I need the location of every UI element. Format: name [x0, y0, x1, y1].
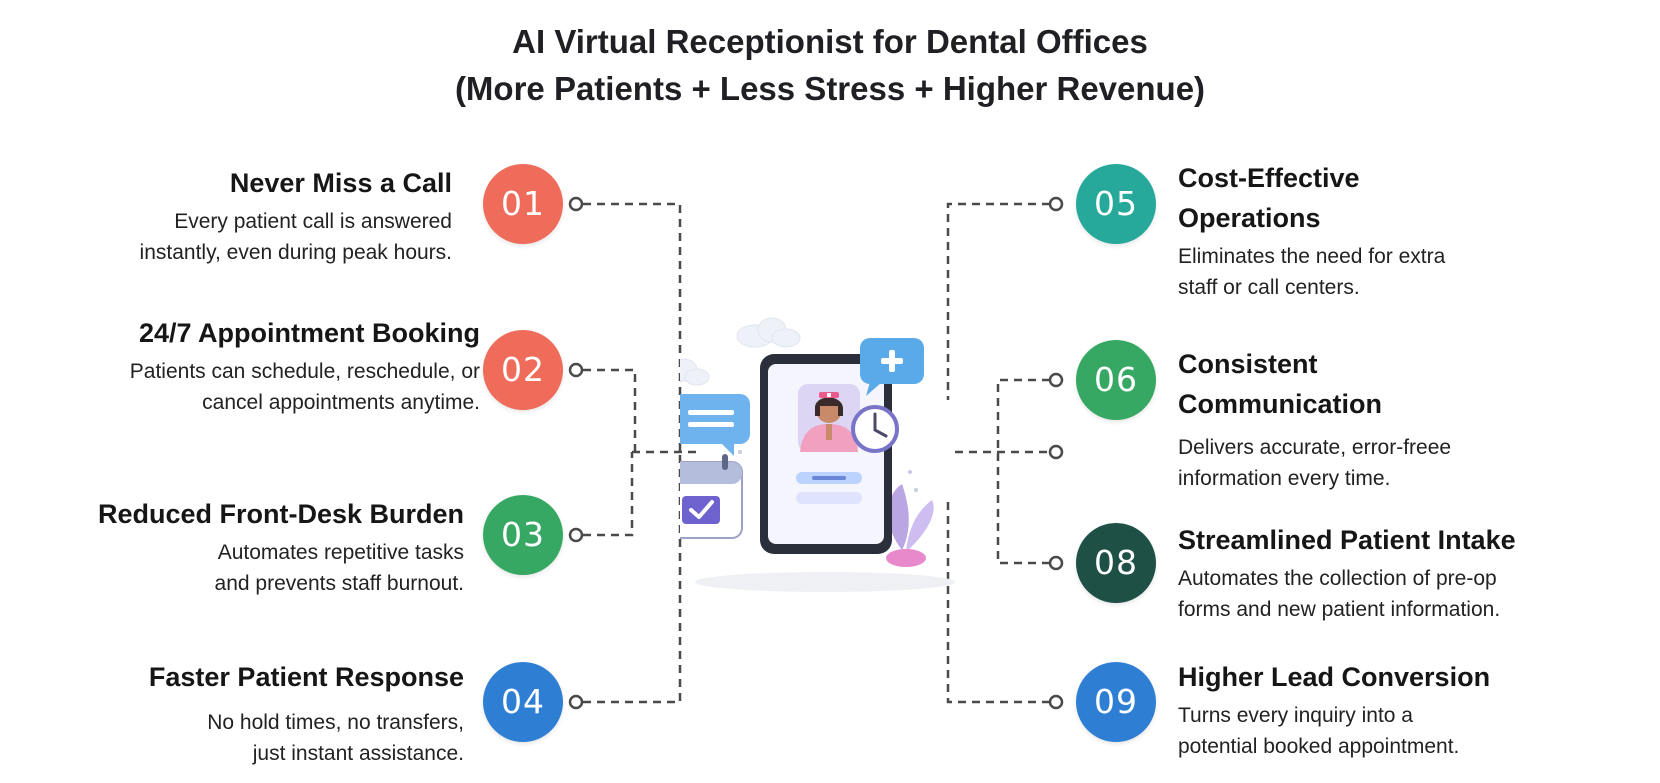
connector-dot-06: [1048, 372, 1064, 388]
badge-08: 08: [1076, 523, 1156, 603]
calendar-icon: [680, 454, 743, 539]
connector-dot-01: [568, 196, 584, 212]
item-title: Consistent Communication: [1178, 349, 1383, 419]
item-title: Never Miss a Call: [229, 168, 452, 198]
item-title: Reduced Front-Desk Burden: [97, 499, 464, 529]
connector-dot-07: [1048, 444, 1064, 460]
connector-06: [996, 378, 1050, 452]
title-line-1: AI Virtual Receptionist for Dental Offic…: [512, 23, 1148, 60]
item-24-7-appointment-booking: 24/7 Appointment Booking Patients can sc…: [10, 313, 480, 418]
badge-04: 04: [483, 662, 563, 742]
connector-dot-03: [568, 527, 584, 543]
item-description: No hold times, no transfers, just instan…: [207, 711, 464, 765]
badge-03: 03: [483, 495, 563, 575]
connector-08: [996, 452, 1050, 565]
receptionist-illustration: [680, 317, 955, 592]
item-higher-lead-conversion: Higher Lead Conversion Turns every inqui…: [1178, 657, 1638, 762]
connector-dot-04: [568, 694, 584, 710]
badge-06: 06: [1076, 340, 1156, 420]
badge-02: 02: [483, 330, 563, 410]
badge-01: 01: [483, 164, 563, 244]
chat-plus-icon: [860, 338, 924, 396]
badge-09: 09: [1076, 662, 1156, 742]
item-consistent-communication: Consistent Communication Delivers accura…: [1178, 344, 1638, 494]
badge-05: 05: [1076, 164, 1156, 244]
item-faster-patient-response: Faster Patient Response No hold times, n…: [24, 657, 464, 769]
item-title: Cost-Effective Operations: [1178, 163, 1360, 233]
connector-dot-09: [1048, 694, 1064, 710]
connector-03: [583, 452, 634, 537]
title-line-2: (More Patients + Less Stress + Higher Re…: [454, 70, 1206, 107]
item-title: 24/7 Appointment Booking: [138, 318, 480, 348]
item-title: Faster Patient Response: [148, 662, 464, 692]
item-description: Automates the collection of pre-op forms…: [1178, 567, 1501, 621]
item-description: Delivers accurate, error-freee informati…: [1178, 436, 1452, 490]
connector-04: [583, 452, 682, 704]
cloud-icon: [736, 317, 801, 348]
item-description: Every patient call is answered instantly…: [139, 210, 452, 264]
clock-icon: [851, 405, 899, 453]
nurse-avatar-icon: [798, 384, 860, 452]
item-cost-effective-operations: Cost-Effective Operations Eliminates the…: [1178, 158, 1638, 303]
plant-icon: [888, 484, 934, 552]
item-description: Patients can schedule, reschedule, or ca…: [129, 360, 480, 414]
item-streamlined-patient-intake: Streamlined Patient Intake Automates the…: [1178, 520, 1648, 625]
plant-pot: [886, 549, 926, 567]
connector-dot-05: [1048, 196, 1064, 212]
item-title: Higher Lead Conversion: [1178, 662, 1491, 692]
connector-09: [946, 500, 1050, 704]
chat-message-icon: [680, 394, 750, 456]
item-never-miss-a-call: Never Miss a Call Every patient call is …: [22, 163, 452, 268]
item-reduced-front-desk-burden: Reduced Front-Desk Burden Automates repe…: [24, 494, 464, 599]
connector-dot-02: [568, 362, 584, 378]
item-title: Streamlined Patient Intake: [1178, 525, 1516, 555]
item-description: Turns every inquiry into a potential boo…: [1178, 704, 1460, 758]
connector-01: [583, 202, 682, 452]
item-description: Eliminates the need for extra staff or c…: [1178, 245, 1446, 299]
cloud-icon: [680, 358, 710, 386]
connector-02: [583, 368, 637, 452]
connector-05: [946, 202, 1050, 400]
page-title: AI Virtual Receptionist for Dental Offic…: [0, 18, 1660, 112]
connector-dot-08: [1048, 555, 1064, 571]
item-description: Automates repetitive tasks and prevents …: [214, 541, 464, 595]
